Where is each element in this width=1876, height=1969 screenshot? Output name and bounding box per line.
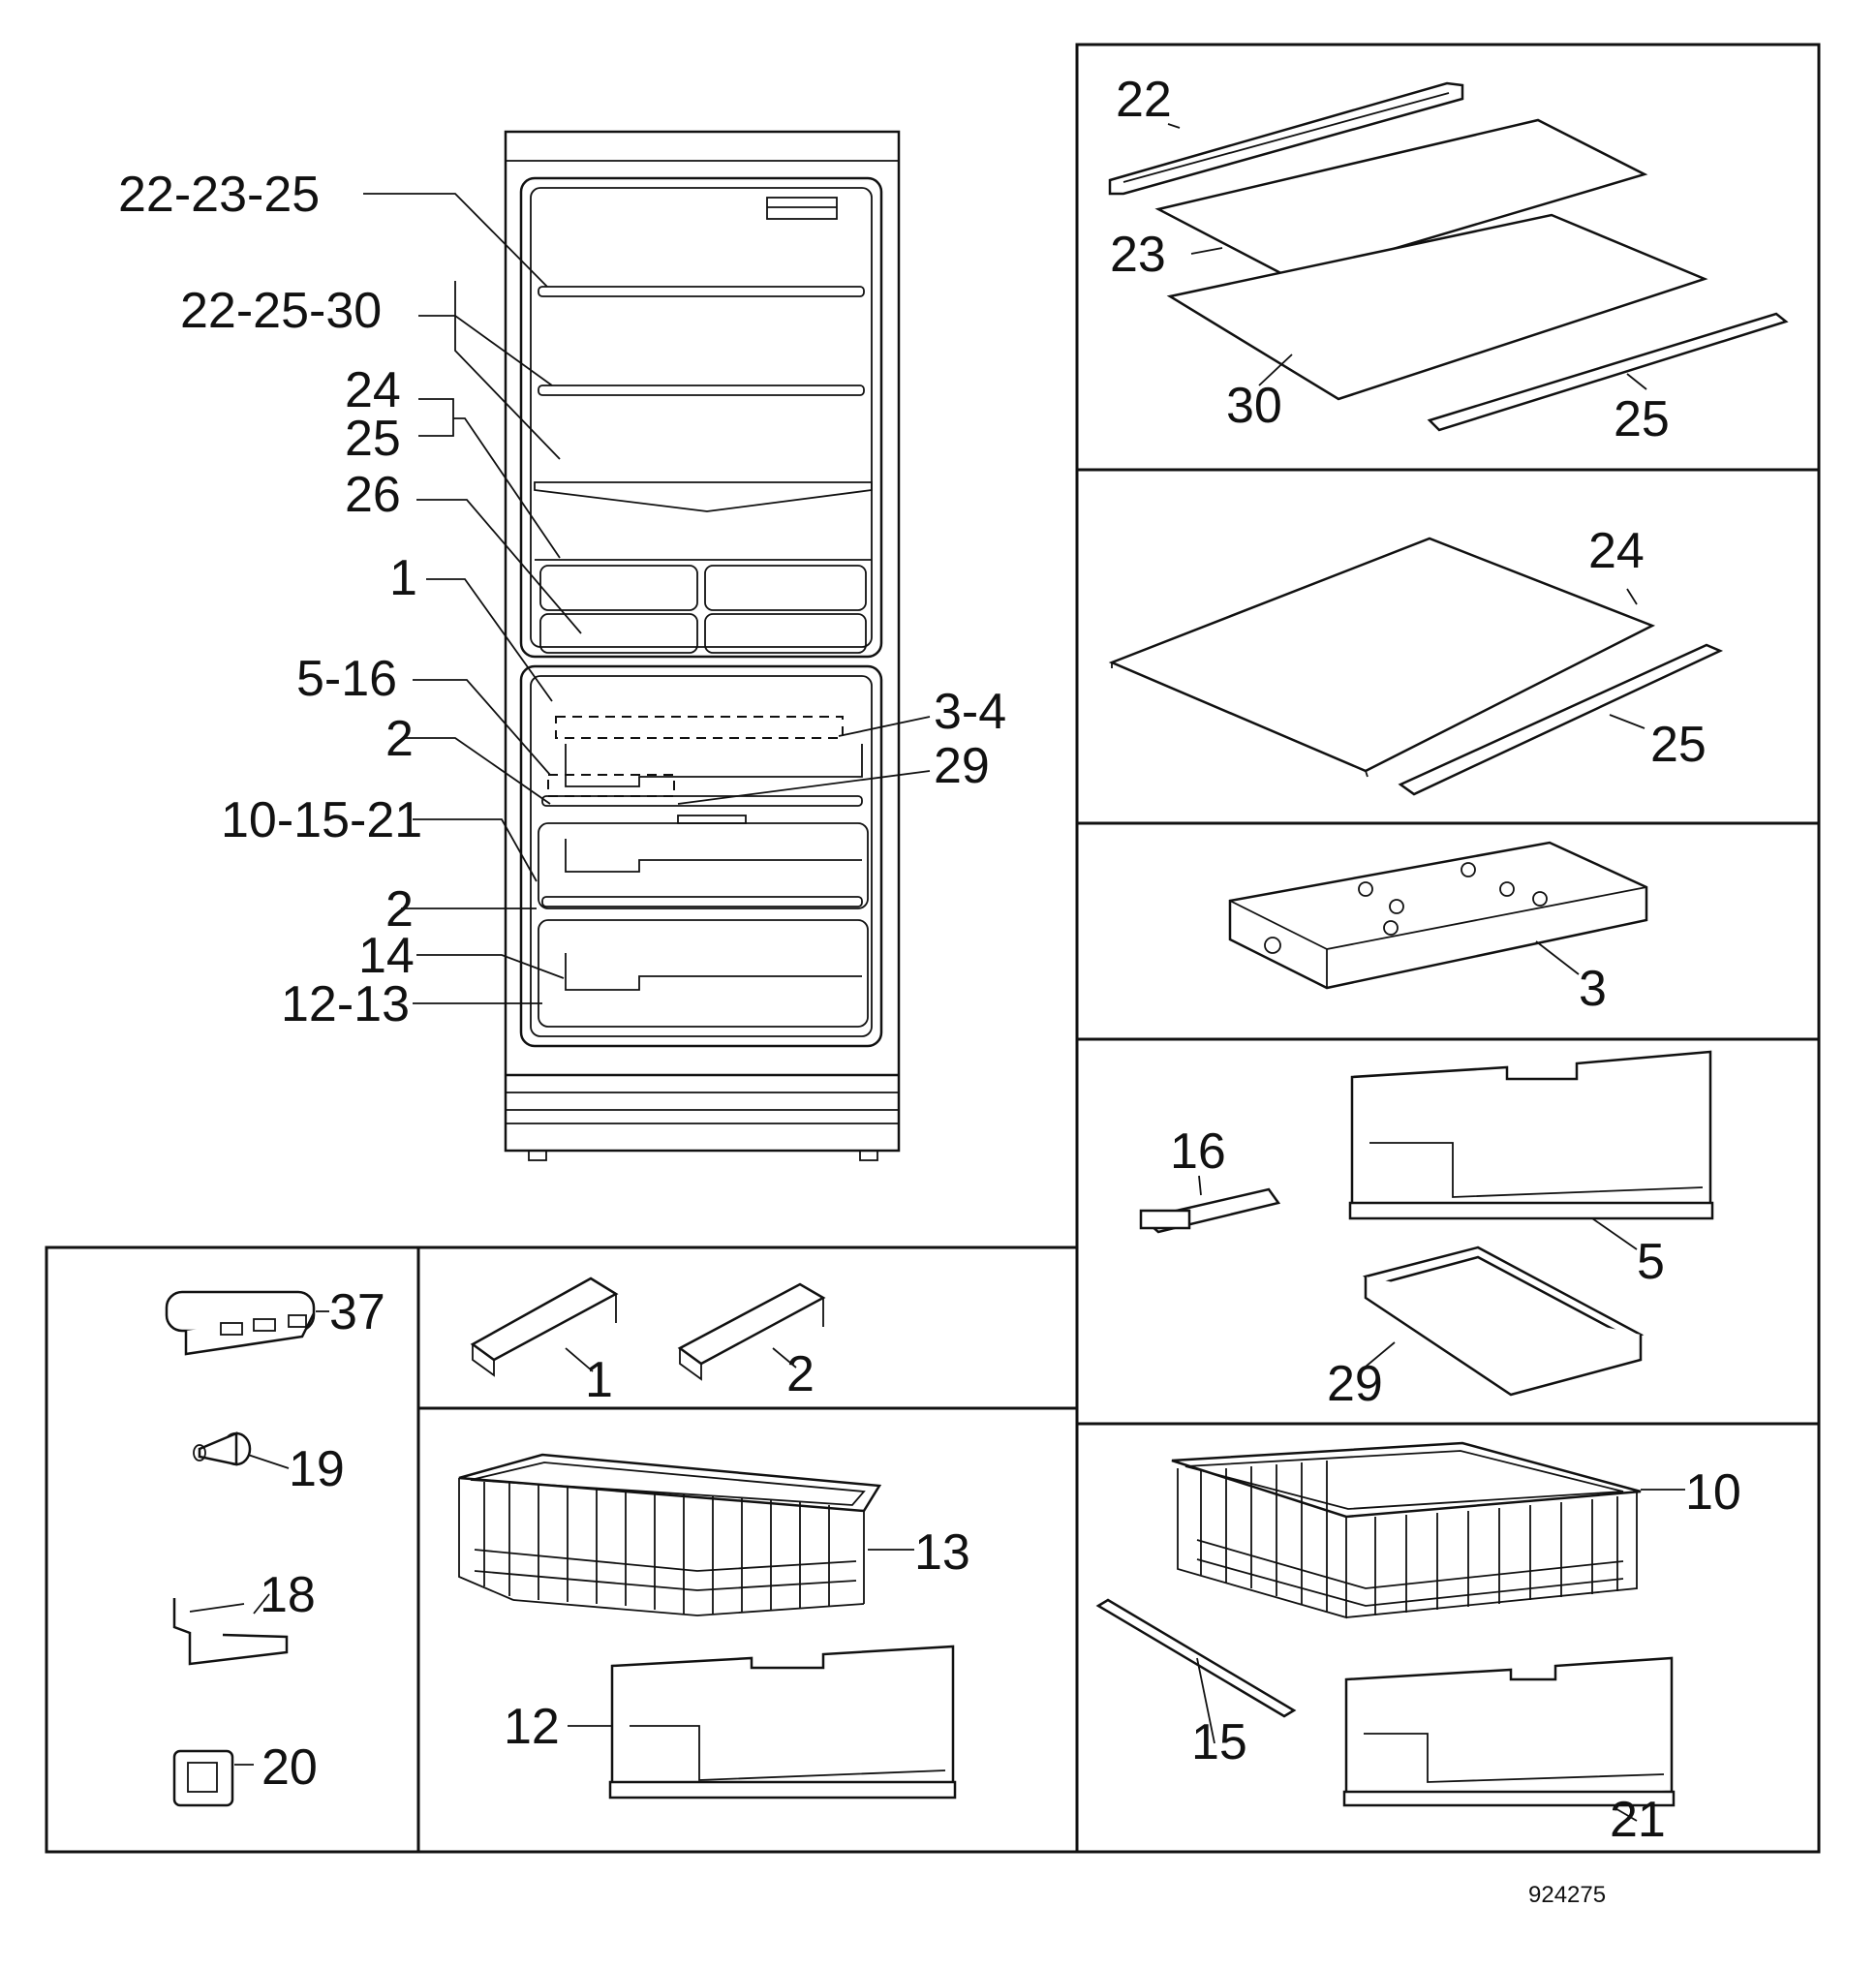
label-3: 3 bbox=[1579, 961, 1607, 1017]
label-21: 21 bbox=[1610, 1792, 1666, 1848]
panel-flap-tray: 16 5 29 bbox=[1139, 1050, 1714, 1412]
callout-22-25-30: 22-25-30 bbox=[180, 283, 382, 339]
fridge-callouts: 22-23-25 22-25-30 24 25 26 1 5-16 2 10-1… bbox=[118, 167, 1006, 1032]
callout-25: 25 bbox=[345, 411, 401, 467]
callout-1: 1 bbox=[389, 550, 417, 606]
label-37: 37 bbox=[329, 1284, 385, 1340]
callout-24: 24 bbox=[345, 362, 401, 418]
panel-basket-left: 13 12 bbox=[458, 1453, 970, 1800]
drawing-number: 924275 bbox=[1528, 1882, 1606, 1908]
label-2: 2 bbox=[786, 1346, 815, 1402]
label-12: 12 bbox=[504, 1699, 560, 1755]
label-25-top: 25 bbox=[1614, 391, 1670, 447]
label-5: 5 bbox=[1637, 1234, 1665, 1290]
callout-14: 14 bbox=[358, 928, 415, 984]
panel-rails: 1 2 bbox=[470, 1277, 826, 1408]
callout-2-lower: 2 bbox=[385, 881, 414, 938]
label-25-mid: 25 bbox=[1650, 717, 1707, 773]
fridge-cabinet bbox=[504, 130, 901, 1161]
label-10: 10 bbox=[1685, 1464, 1741, 1521]
callout-5-16: 5-16 bbox=[296, 651, 397, 707]
label-30: 30 bbox=[1226, 378, 1282, 434]
panel-ice-tray: 3 bbox=[1228, 841, 1648, 1017]
callout-26: 26 bbox=[345, 467, 401, 523]
fridge-leader-lines bbox=[363, 193, 931, 1004]
callout-10-15-21: 10-15-21 bbox=[221, 792, 422, 848]
label-24: 24 bbox=[1588, 523, 1645, 579]
callout-29: 29 bbox=[934, 738, 990, 794]
panel-basket-right: 10 15 21 bbox=[1095, 1441, 1741, 1848]
panel-borders bbox=[45, 43, 1821, 1854]
panel-small-parts: 37 19 18 20 bbox=[165, 1284, 385, 1807]
callout-22-23-25: 22-23-25 bbox=[118, 167, 320, 223]
panel-plain-shelf: 24 25 bbox=[1108, 523, 1724, 796]
label-23: 23 bbox=[1110, 227, 1166, 283]
label-15: 15 bbox=[1191, 1714, 1247, 1770]
label-13: 13 bbox=[914, 1524, 970, 1581]
label-16: 16 bbox=[1170, 1123, 1226, 1180]
label-29: 29 bbox=[1327, 1356, 1383, 1412]
callout-3-4: 3-4 bbox=[934, 684, 1006, 740]
label-20: 20 bbox=[261, 1739, 318, 1796]
panel-glass-shelf: 22 23 30 25 bbox=[1108, 72, 1789, 447]
label-22: 22 bbox=[1116, 72, 1172, 128]
label-1: 1 bbox=[585, 1352, 613, 1408]
callout-2-upper: 2 bbox=[385, 711, 414, 767]
label-18: 18 bbox=[260, 1567, 316, 1623]
callout-12-13: 12-13 bbox=[281, 976, 410, 1032]
label-19: 19 bbox=[289, 1441, 345, 1497]
